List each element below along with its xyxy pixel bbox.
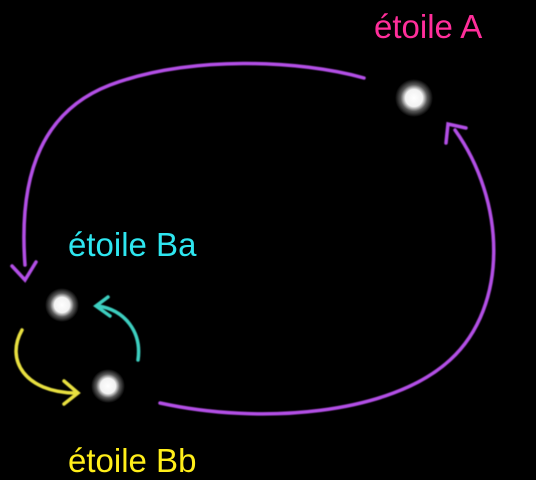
star-bb [91,369,125,403]
inner-orbit-ba [96,297,139,360]
star-bb-label: étoile Bb [68,442,196,479]
star-ba-label: étoile Ba [68,226,197,263]
inner-orbit-bb [16,330,78,404]
star-a [395,79,433,117]
star-ba [45,288,79,322]
outer-orbit-lower-arc [160,130,494,414]
star-a-label: étoile A [374,8,482,45]
inner-orbit-ba-arc [98,306,139,360]
